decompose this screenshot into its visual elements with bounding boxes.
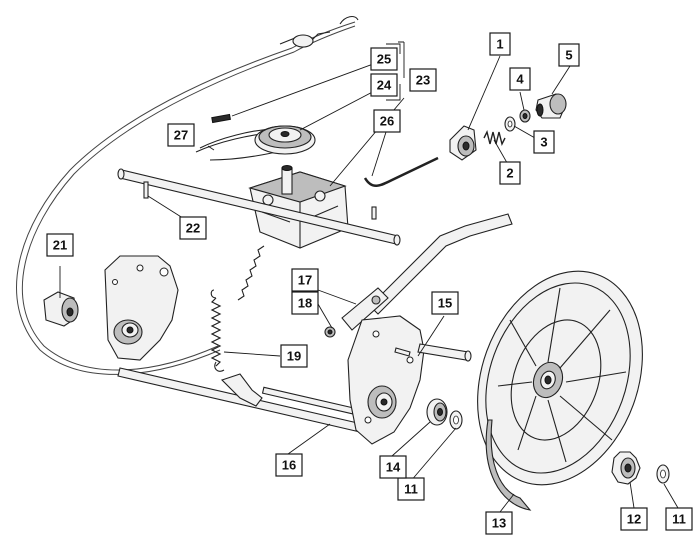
- callout-3-label: 3: [540, 135, 547, 150]
- callout-5-label: 5: [565, 48, 572, 63]
- lever-nut: [324, 326, 336, 338]
- callout-21-label: 21: [53, 238, 67, 253]
- callout-22-label: 22: [186, 221, 200, 236]
- callout-16: 16: [275, 453, 303, 477]
- callout-17-label: 17: [298, 273, 312, 288]
- wheel-bearing: [426, 398, 448, 426]
- callout-21: 21: [46, 233, 74, 257]
- callout-14: 14: [379, 455, 407, 479]
- callout-19: 19: [280, 344, 308, 368]
- callout-22: 22: [179, 216, 207, 240]
- callout-26-label: 26: [380, 114, 394, 129]
- pinion-gear: [43, 291, 79, 327]
- callout-13-label: 13: [492, 516, 506, 531]
- callout-3: 3: [533, 130, 555, 154]
- callout-15-label: 15: [438, 296, 452, 311]
- rear-wheel: [477, 270, 643, 511]
- callout-11-right: 11: [665, 507, 693, 531]
- callout-12: 12: [620, 507, 648, 531]
- left-bracket: [104, 255, 179, 361]
- callout-18: 18: [291, 291, 319, 315]
- callout-27: 27: [167, 123, 195, 147]
- callout-16-label: 16: [282, 458, 296, 473]
- callout-14-label: 14: [386, 460, 401, 475]
- callout-19-label: 19: [287, 349, 301, 364]
- tension-spring-upper: [237, 245, 265, 301]
- drive-shaft: [117, 168, 401, 246]
- washer: [504, 116, 516, 132]
- right-bracket: [347, 315, 425, 445]
- height-lever: [341, 213, 513, 331]
- callout-13: 13: [485, 511, 513, 535]
- axle-bolt: [394, 343, 472, 362]
- pulley: [254, 125, 316, 155]
- callout-25-label: 25: [377, 52, 391, 67]
- wheel-gear: [611, 451, 641, 485]
- callout-23: 23: [409, 68, 437, 92]
- callout-12-label: 12: [627, 512, 641, 527]
- pin-part: [211, 113, 231, 124]
- rear-axle: [117, 367, 363, 433]
- callout-17: 17: [291, 268, 319, 292]
- control-rod: [363, 156, 439, 187]
- callout-11-left-label: 11: [404, 482, 418, 497]
- callout-11-left: 11: [397, 477, 425, 501]
- callout-26: 26: [373, 109, 401, 133]
- callout-4-label: 4: [516, 72, 524, 87]
- callout-1: 1: [489, 32, 511, 56]
- callout-25: 25: [370, 47, 398, 71]
- callout-15: 15: [431, 291, 459, 315]
- callout-24-label: 24: [377, 78, 392, 93]
- callout-1-label: 1: [496, 37, 503, 52]
- callout-27-label: 27: [174, 128, 188, 143]
- callout-18-label: 18: [298, 296, 312, 311]
- callout-5: 5: [558, 43, 580, 67]
- gearbox: [248, 165, 349, 249]
- spring: [483, 129, 506, 147]
- gear-washer-right: [656, 464, 670, 484]
- callout-11-right-label: 11: [672, 512, 686, 527]
- callout-2-label: 2: [506, 166, 513, 181]
- callout-4: 4: [509, 67, 531, 91]
- callout-23-label: 23: [416, 73, 430, 88]
- tension-spring: [210, 289, 225, 372]
- callout-24: 24: [370, 73, 398, 97]
- nut: [519, 109, 531, 123]
- callout-2: 2: [499, 161, 521, 185]
- wheel-washer-left: [449, 410, 463, 430]
- bushing: [449, 125, 477, 161]
- cap: [535, 93, 567, 119]
- drive-cable: [16, 15, 359, 375]
